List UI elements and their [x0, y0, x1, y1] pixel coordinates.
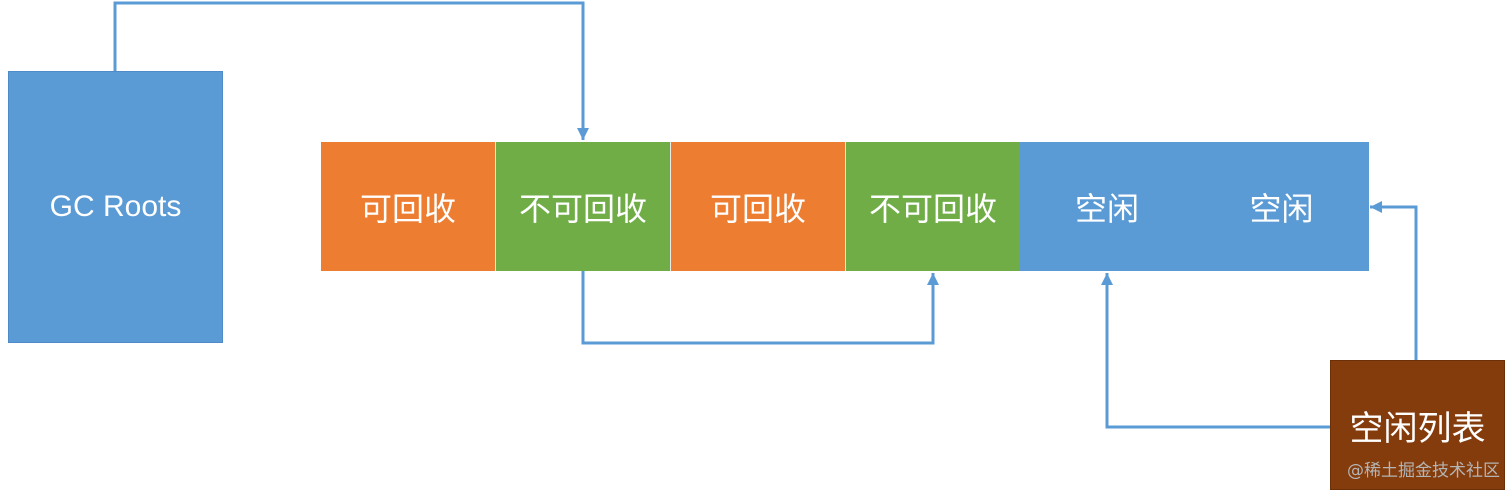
arrow-cell-2-to-cell-4: [581, 271, 939, 345]
memory-cell-non-reclaimable-1: 不可回收: [496, 142, 671, 271]
memory-cell-non-reclaimable-2: 不可回收: [846, 142, 1021, 271]
arrow-gc-roots-to-cell-2: [113, 1, 589, 140]
memory-cell-free-1: 空闲: [1020, 142, 1195, 271]
memory-cell-reclaimable-1: 可回收: [321, 142, 496, 271]
arrow-free-list-to-cell-5: [1101, 273, 1330, 429]
memory-cell-free-2: 空闲: [1194, 142, 1369, 271]
free-list-label: 空闲列表: [1349, 408, 1486, 449]
gc-roots-label: GC Roots: [49, 190, 182, 223]
memory-cell-label: 空闲: [1249, 189, 1314, 228]
free-list-box: 空闲列表: [1330, 360, 1505, 490]
memory-cell-label: 不可回收: [518, 189, 647, 228]
memory-cell-reclaimable-2: 可回收: [671, 142, 846, 271]
memory-cell-label: 可回收: [359, 189, 456, 228]
memory-cell-label: 空闲: [1074, 189, 1139, 228]
gc-roots-box: GC Roots: [8, 71, 223, 343]
watermark-text: @稀土掘金技术社区: [1347, 461, 1500, 481]
memory-cell-label: 不可回收: [868, 189, 997, 228]
arrow-free-list-to-cell-6: [1370, 201, 1418, 360]
memory-cell-label: 可回收: [709, 189, 806, 228]
